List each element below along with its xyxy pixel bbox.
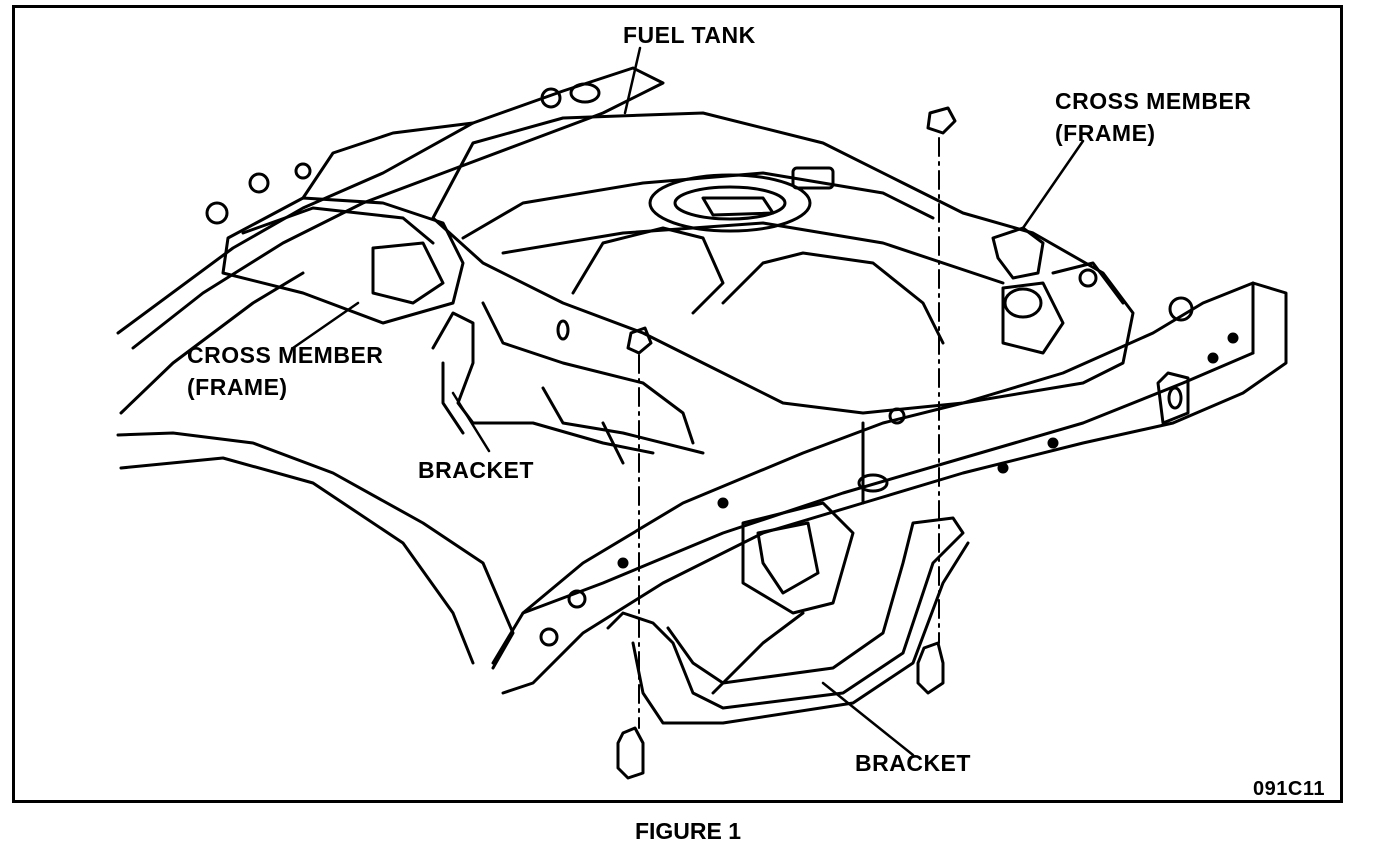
bracket-upper-label: BRACKET <box>418 457 534 483</box>
fuel-tank <box>431 111 1135 455</box>
rear-cross-member <box>221 121 475 325</box>
diagram-frame: FUEL TANK CROSS MEMBER (FRAME) CROSS MEM… <box>12 5 1343 803</box>
alignment-lines <box>638 137 940 729</box>
cross-member-right-label-line1: CROSS MEMBER <box>1055 88 1252 114</box>
lower-bracket <box>606 501 970 725</box>
cross-member-right-label-line2: (FRAME) <box>1055 120 1156 146</box>
leader-lines <box>291 46 1085 757</box>
bracket-lower-label: BRACKET <box>855 750 971 776</box>
fuel-tank-label: FUEL TANK <box>623 22 756 48</box>
fasteners <box>616 106 957 780</box>
cross-member-left-label-line2: (FRAME) <box>187 374 288 400</box>
figure-code: 091C11 <box>1253 778 1325 800</box>
exploded-view-illustration <box>116 46 1288 780</box>
left-frame-rail <box>116 66 665 670</box>
figure-caption: FIGURE 1 <box>634 818 742 844</box>
cross-member-left-label-line1: CROSS MEMBER <box>187 342 384 368</box>
near-frame-rail <box>491 281 1288 695</box>
